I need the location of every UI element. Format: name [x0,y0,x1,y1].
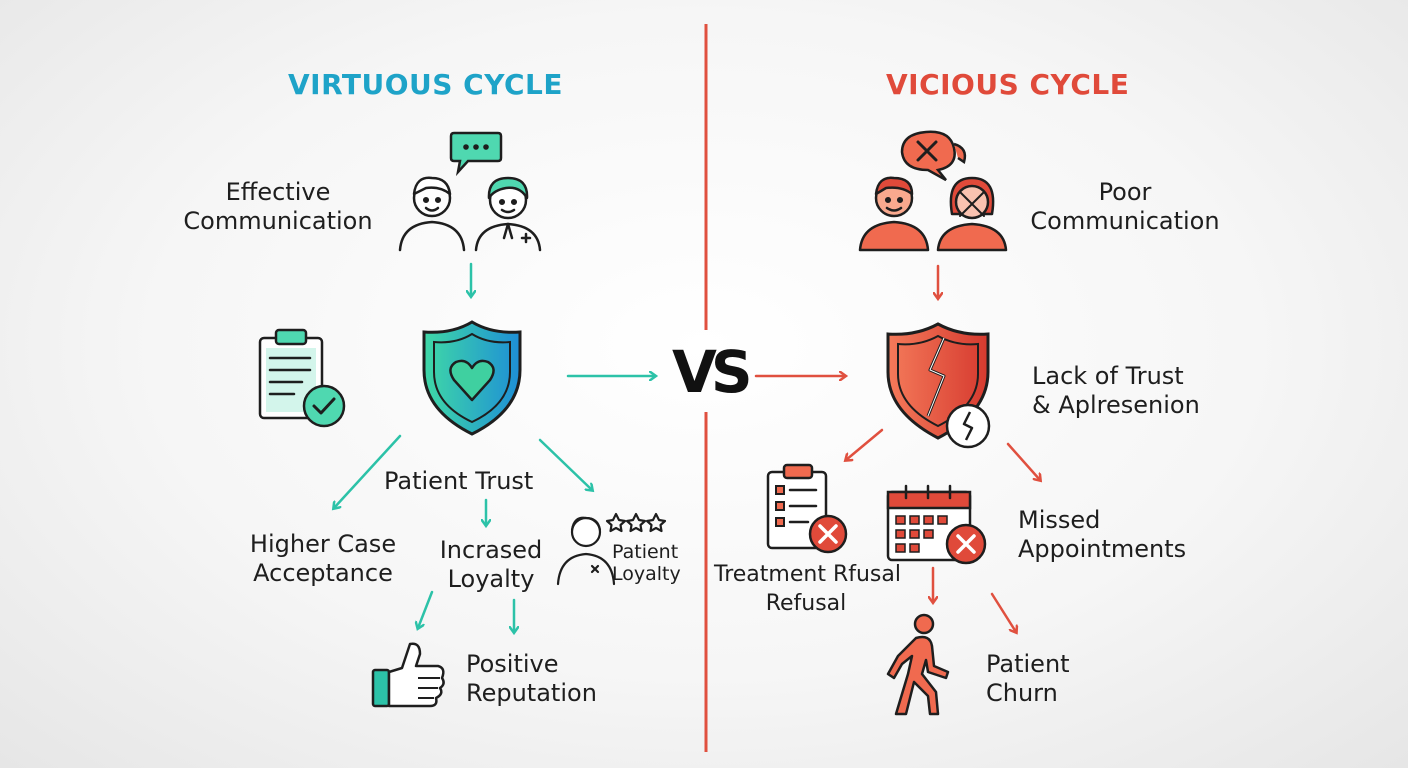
increased-loyalty-label: Incrased Loyalty [439,536,543,593]
positive-reputation-label: Positive Reputation [466,650,597,707]
patient-trust-label: Patient Trust [384,467,534,495]
missed-appointments-label: Missed Appointments [1018,506,1187,563]
higher-case-acceptance-label: Higher Case Acceptance [249,530,397,587]
thumbs-up-icon [371,642,445,708]
patient-churn-label: Patient Churn [986,650,1070,707]
arrow-to-missed [1006,442,1040,480]
heart-shield-icon [422,320,522,436]
treatment-refusal-label: Treatment Rfusal Refusal [714,562,901,616]
arrow-to-refusal [846,428,884,460]
chat-bubble-icon [449,131,503,176]
vs-label: VS [672,338,753,406]
clock-icon [945,403,991,449]
people-icon [398,176,542,252]
patient-loyalty-small-label: Patient Loyalty [612,541,681,585]
effective-communication-label: Effective Communication [183,178,373,235]
arrow-to-patient-loyalty [538,438,592,490]
clipboard-x-icon [766,463,848,554]
vicious-cycle-title: VICIOUS CYCLE [886,68,1130,101]
x-chat-bubble-icon [900,130,967,182]
patient-rating-icon [556,512,667,586]
poor-communication-label: Poor Communication [1030,178,1220,235]
clipboard-check-icon [258,328,346,428]
arrow-to-churn-right [990,592,1016,632]
arrow-to-reputation-left [418,590,434,628]
lack-of-trust-label: Lack of Trust & Aplresenion [1032,362,1200,419]
virtuous-cycle-title: VIRTUOUS CYCLE [288,68,564,101]
arrow-to-case-acceptance [334,434,402,508]
people-icon [858,176,1008,252]
walking-person-icon [886,613,950,716]
calendar-x-icon [886,484,987,565]
